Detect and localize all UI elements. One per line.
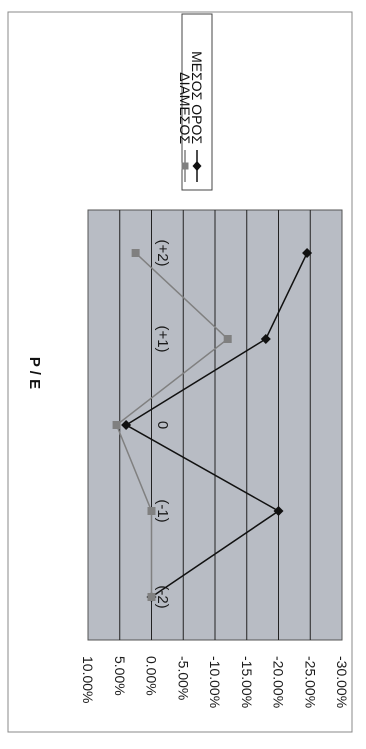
chart-frame: [7, 11, 353, 733]
legend-item: ΜΕΣΟΣ ΟΡΟΣ: [189, 51, 205, 182]
category-labels: (-2) (-1) 0 (+1) (+2): [154, 239, 171, 608]
data-point: [260, 334, 271, 344]
data-point: [223, 335, 232, 343]
y-axis-tick-labels: 10.00% 5.00% 0.00% -5.00% -10.00% -15.00% -20.…: [80, 656, 350, 708]
category-label: (-2): [154, 585, 171, 608]
y-tick-label: -30.00%: [334, 656, 350, 708]
data-point: [273, 506, 284, 516]
series-layer: [112, 248, 313, 602]
data-point: [121, 420, 132, 430]
legend-label: ΔΙΑΜΕΣΟΣ: [177, 72, 193, 144]
data-point: [147, 593, 156, 601]
data-point: [131, 249, 140, 257]
data-point: [302, 248, 313, 258]
y-tick-label: -20.00%: [271, 656, 287, 708]
data-point: [147, 507, 156, 515]
y-tick-label: 5.00%: [112, 656, 128, 696]
data-point: [112, 421, 121, 429]
category-label: (-1): [154, 499, 171, 522]
y-tick-label: -15.00%: [239, 656, 255, 708]
y-tick-label: -5.00%: [175, 656, 191, 700]
chart-title: P / E: [26, 357, 43, 389]
y-tick-label: 10.00%: [80, 656, 96, 703]
legend-item: ΔΙΑΜΕΣΟΣ: [177, 72, 193, 182]
legend-marker: [181, 162, 189, 170]
y-tick-label: -25.00%: [302, 656, 318, 708]
legend-marker: [192, 161, 202, 171]
category-label: (+2): [154, 239, 171, 266]
y-tick-label: -10.00%: [207, 656, 223, 708]
category-label: 0: [154, 421, 171, 429]
category-label: (+1): [154, 325, 171, 352]
y-tick-label: 0.00%: [144, 656, 160, 696]
legend-label: ΜΕΣΟΣ ΟΡΟΣ: [189, 51, 205, 144]
